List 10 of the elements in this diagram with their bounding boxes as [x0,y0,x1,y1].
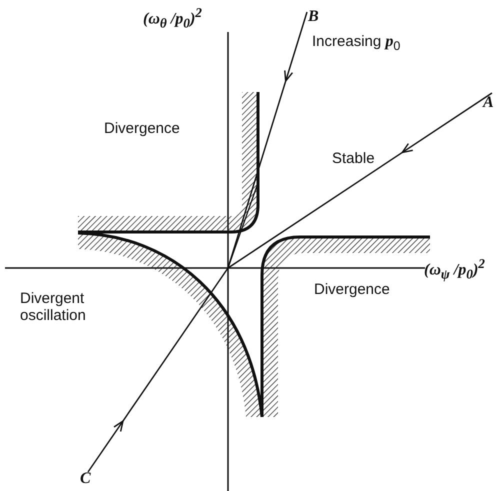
region-label: Divergence [314,281,390,298]
line-label: B [308,8,319,26]
region-label: Divergence [104,120,180,138]
region-label: Stable [332,150,375,168]
axis-label: (ω$_{θ}$ /p$_{0}$)$^{2}$ [143,5,202,31]
line-label: C [80,470,91,488]
line-label: A [483,94,494,112]
region-label: Divergent oscillation [20,290,87,324]
axis-label: (ω$_{ψ}$ /p$_{0}$)$^{2}$ [424,256,485,282]
annotation-text: Increasing p$_{0}$ [312,33,400,54]
